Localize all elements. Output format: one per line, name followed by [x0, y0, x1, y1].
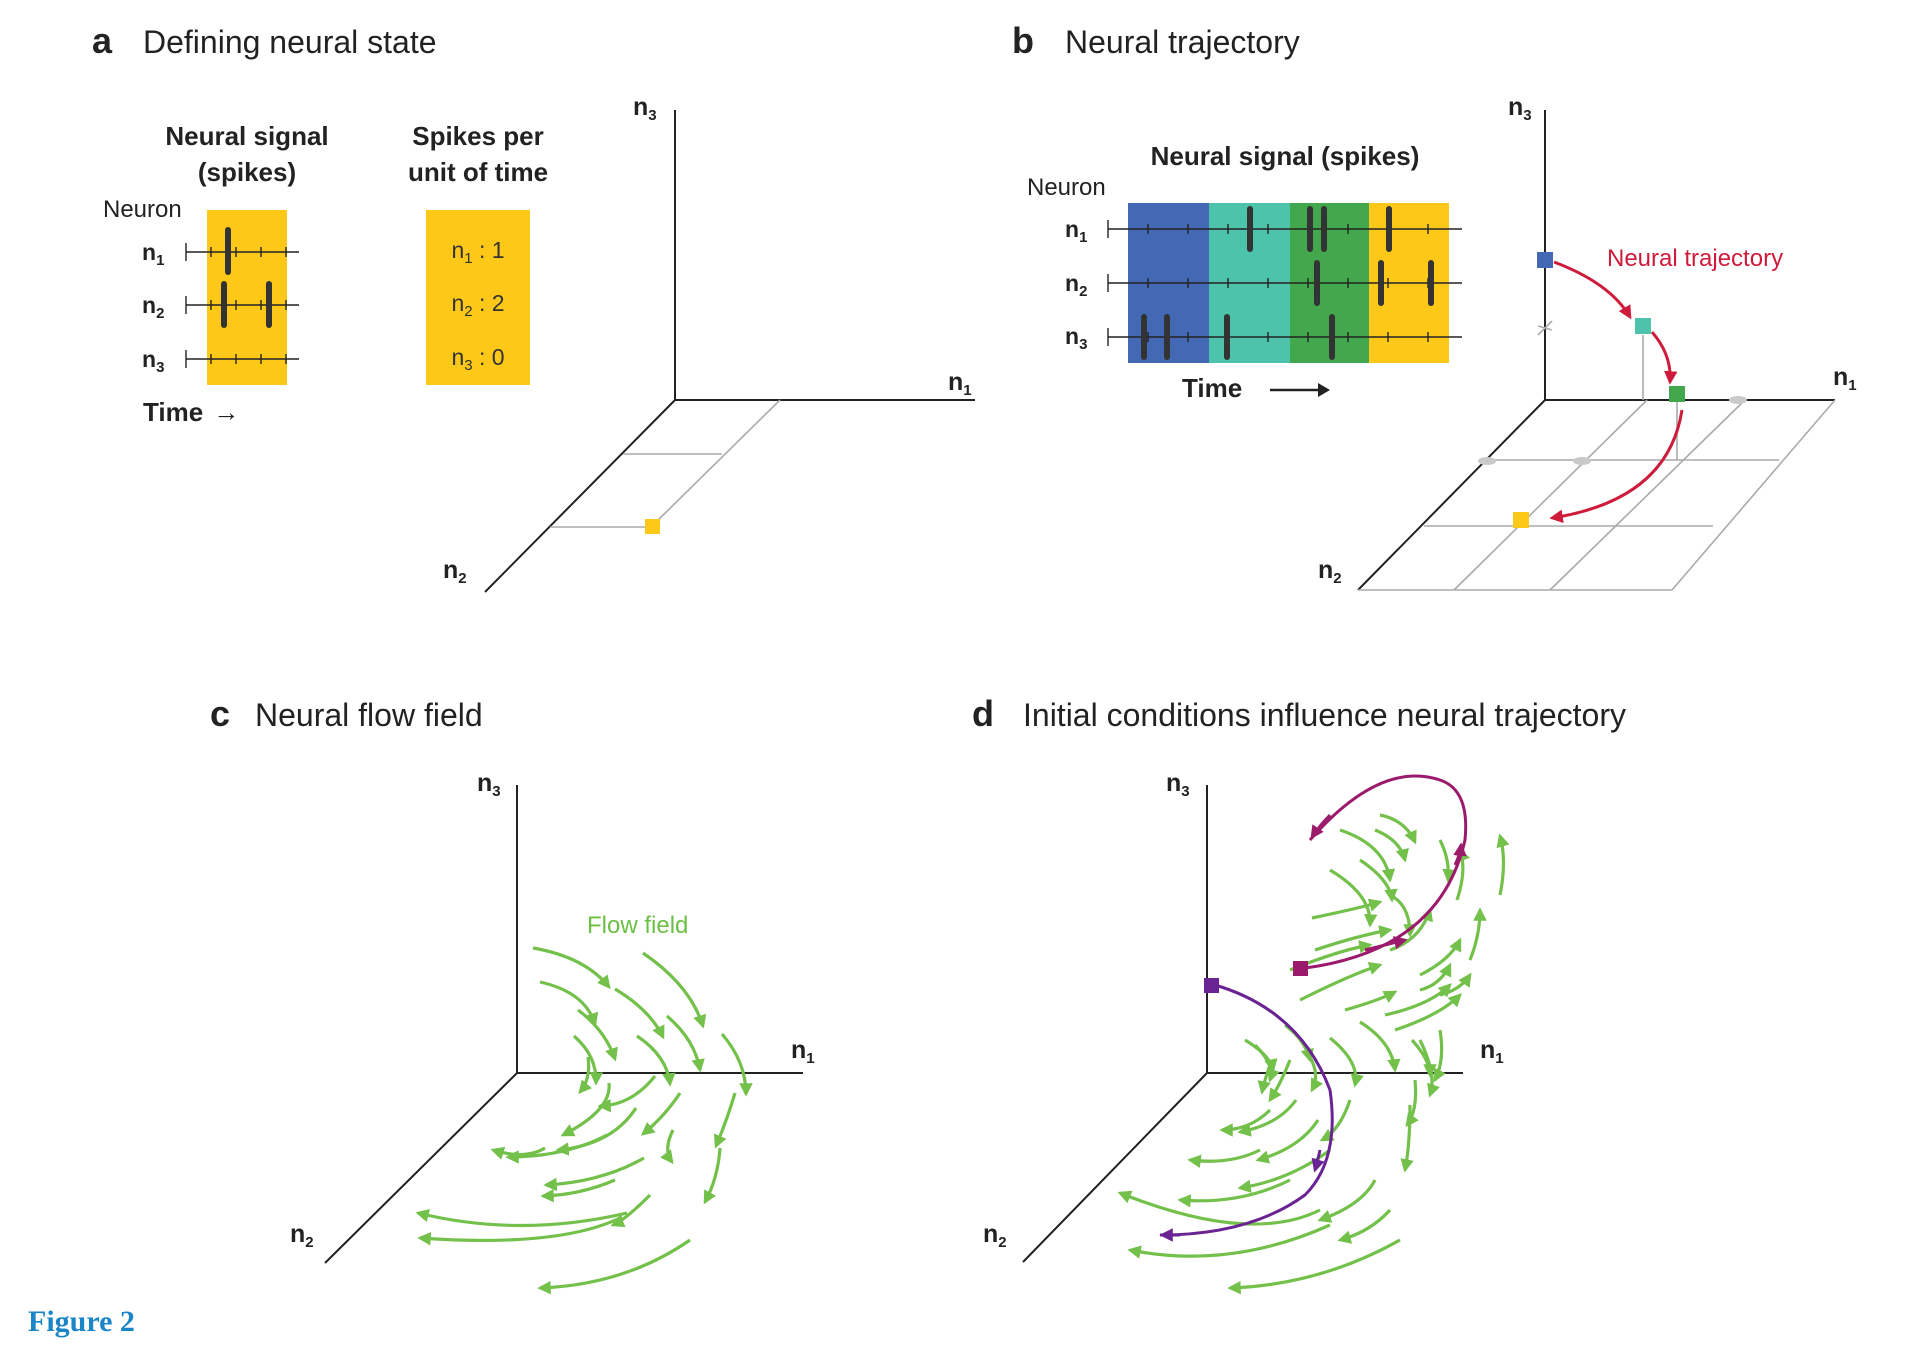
figure-caption: Figure 2 [28, 1305, 135, 1338]
signal-header: Neural signal (spikes) [1151, 141, 1420, 171]
panel-c-title: Neural flow field [255, 697, 483, 733]
rate-box [426, 210, 530, 385]
state-space-axes-c [324, 785, 803, 1264]
rate-header-line2: unit of time [408, 157, 548, 187]
state-space-axes-d [1022, 785, 1463, 1263]
trajectory-annotation: Neural trajectory [1607, 245, 1783, 272]
trajectory-magenta [1304, 774, 1468, 970]
count-n2: n2 : 2 [451, 290, 504, 320]
panel-d-letter: d [972, 693, 994, 734]
state-point-3 [1669, 386, 1685, 402]
axis-n2 [1022, 1072, 1208, 1263]
flow-field-c [415, 946, 753, 1295]
time-arrowhead [1318, 383, 1330, 397]
row-label-n1: n1 [142, 239, 164, 269]
signal-window [207, 210, 287, 385]
panel-b-letter: b [1012, 20, 1034, 61]
axis-label-n3: n3 [1166, 769, 1190, 800]
axis-label-n1: n1 [1480, 1036, 1504, 1067]
state-point-4 [1513, 512, 1529, 528]
spike-row-n1 [185, 227, 299, 275]
state-point-1 [1537, 252, 1553, 268]
rate-header-line1: Spikes per [412, 121, 544, 151]
panel-a: a Defining neural state Neural signal (s… [92, 20, 975, 593]
panel-a-title: Defining neural state [143, 24, 437, 60]
flow-field-annotation: Flow field [587, 912, 688, 939]
panel-b: b Neural trajectory Neural signal (spike… [1012, 20, 1857, 591]
trajectory-segment-3 [1549, 409, 1684, 524]
initial-state-magenta [1293, 961, 1308, 976]
trajectory-magenta-arrow-3 [1310, 813, 1332, 840]
signal-header-line2: (spikes) [198, 157, 296, 187]
axis-n2 [484, 399, 676, 593]
trajectory-segment-1 [1553, 260, 1632, 320]
axis-n2 [1357, 399, 1546, 591]
axis-label-n1: n1 [948, 368, 972, 399]
count-n3: n3 : 0 [451, 344, 504, 374]
row-label-n3: n3 [142, 346, 164, 376]
axis-label-n2: n2 [983, 1220, 1007, 1251]
time-label: Time→ [143, 397, 239, 427]
axis-label-n3: n3 [633, 93, 657, 124]
axis-label-n3: n3 [1508, 93, 1532, 124]
axis-label-n1: n1 [791, 1036, 815, 1067]
trajectory-magenta-arrow-2 [1453, 842, 1467, 866]
neuron-label: Neuron [103, 196, 182, 223]
panel-b-title: Neural trajectory [1065, 24, 1300, 60]
state-point [645, 519, 660, 534]
panel-a-letter: a [92, 20, 113, 61]
time-label: Time [1182, 373, 1242, 403]
trajectory-purple-arrow-1 [1311, 1149, 1325, 1173]
panel-d: d Initial conditions influence neural tr… [972, 693, 1626, 1295]
row-label-n2: n2 [1065, 270, 1087, 300]
spike-row-n2 [185, 281, 299, 328]
axis-label-n1: n1 [1833, 363, 1857, 394]
axis-label-n2: n2 [1318, 556, 1342, 587]
row-label-n1: n1 [1065, 216, 1087, 246]
state-space-axes-b [1357, 110, 1836, 591]
spike-row-n1 [1107, 206, 1462, 252]
state-space-axes-a [484, 110, 975, 593]
panel-c-letter: c [210, 693, 230, 734]
axis-label-n2: n2 [290, 1220, 314, 1251]
initial-state-purple [1204, 978, 1219, 993]
panel-d-title: Initial conditions influence neural traj… [1023, 697, 1626, 733]
trajectory-magenta-arrow-1 [1364, 936, 1408, 952]
state-point-2 [1635, 318, 1651, 334]
trajectory-segment-2 [1650, 331, 1678, 385]
panel-c: c Neural flow field Flow field [210, 693, 815, 1295]
count-n1: n1 : 1 [451, 237, 504, 267]
row-label-n2: n2 [142, 292, 164, 322]
spike-row-n3 [185, 350, 299, 368]
axis-label-n2: n2 [443, 556, 467, 587]
axis-n2 [324, 1072, 518, 1264]
spike-row-n3 [1107, 314, 1462, 360]
row-label-n3: n3 [1065, 323, 1087, 353]
signal-header-line1: Neural signal [165, 121, 328, 151]
axis-label-n3: n3 [477, 769, 501, 800]
trajectory-purple [1159, 983, 1334, 1237]
neuron-label: Neuron [1027, 174, 1106, 201]
spike-row-n2 [1107, 260, 1462, 306]
